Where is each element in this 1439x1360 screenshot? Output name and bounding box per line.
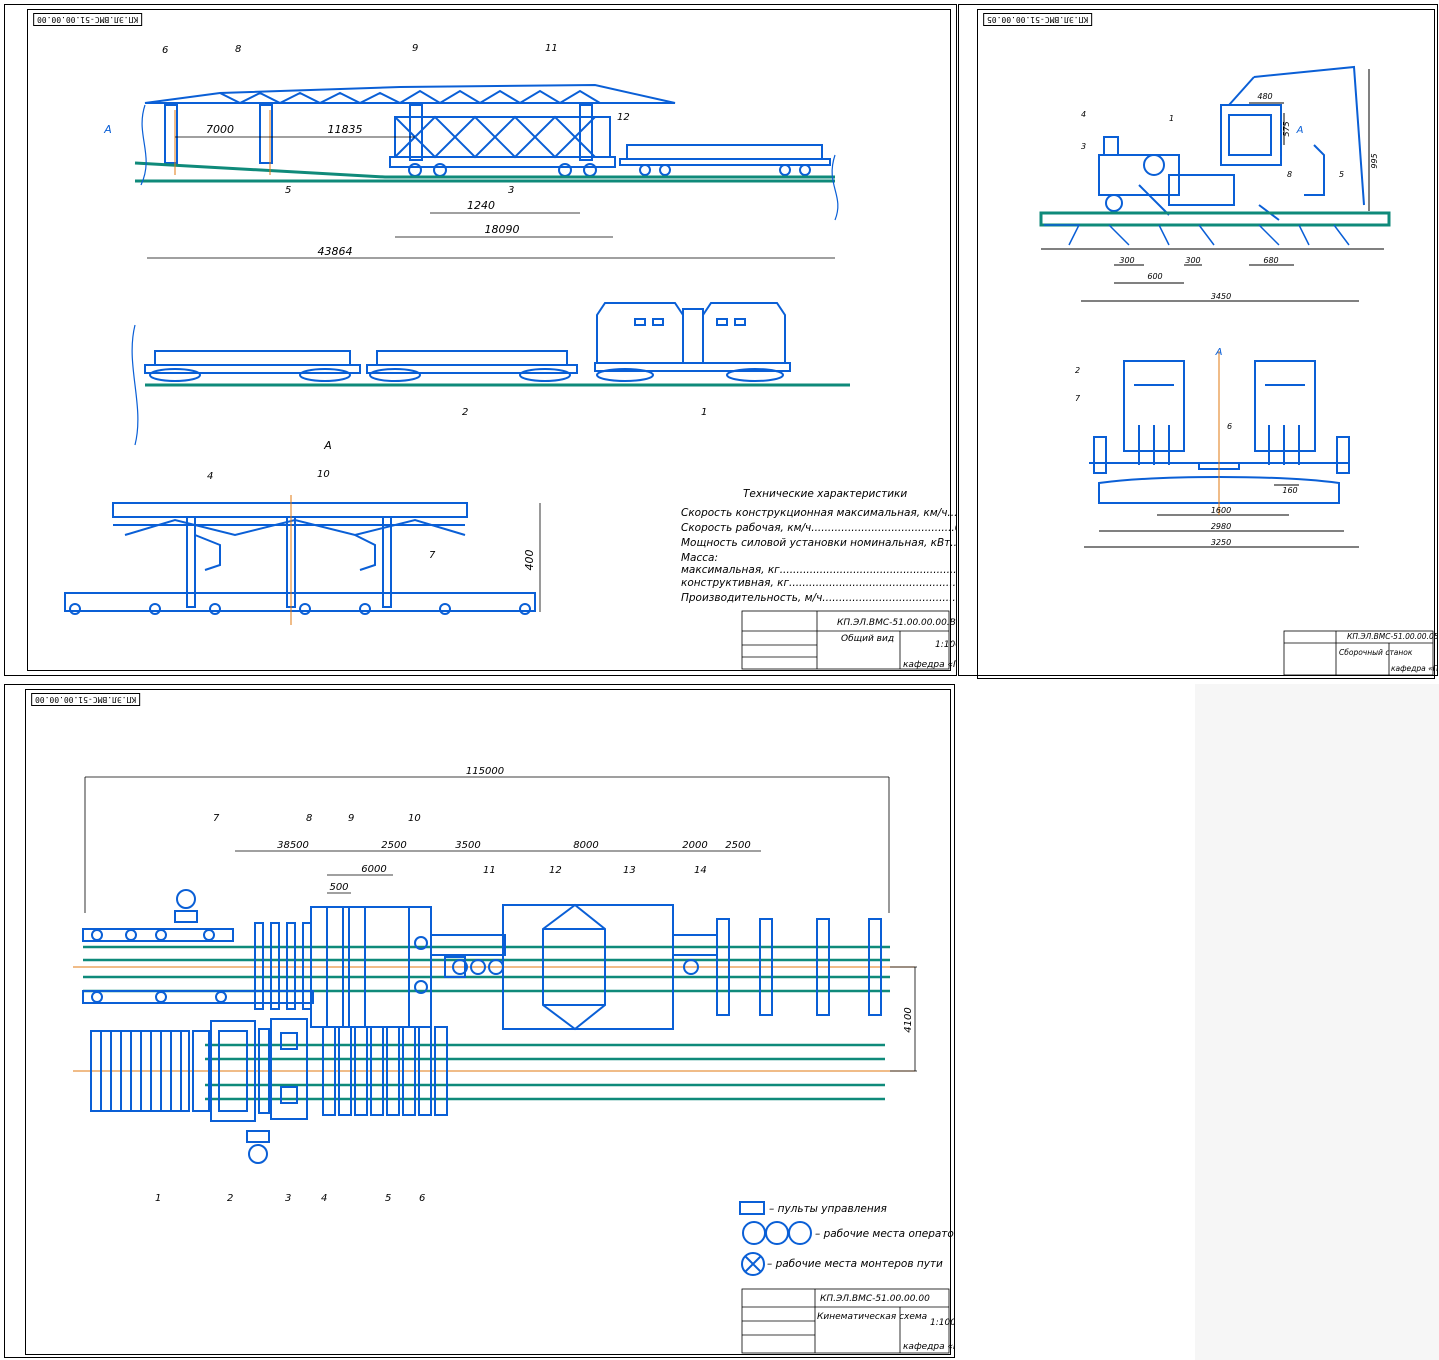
title-block-name: Сборочный станок [1339, 648, 1413, 657]
dim-label: 115000 [466, 766, 504, 777]
dim-label: 680 [1263, 256, 1278, 265]
dim-label: 300 [1119, 256, 1134, 265]
dim-label: 7000 [206, 123, 234, 136]
callout-number: 8 [235, 44, 241, 55]
sheet-frame [27, 9, 951, 671]
dim-label: 480 [1257, 92, 1272, 101]
dim-label: 3450 [1211, 292, 1231, 301]
callout-number: 4 [1081, 110, 1086, 119]
tech-line: максимальная, кг........................… [681, 564, 956, 576]
callout-number: 7 [213, 813, 220, 824]
sheet-frame [25, 689, 951, 1355]
dim-label: 3500 [455, 840, 480, 851]
sheet-frame [977, 9, 1435, 679]
dim-label: 995 [1370, 153, 1379, 168]
callout-number: 10 [317, 469, 330, 480]
callout-number: 8 [1287, 170, 1292, 179]
callout-number: 5 [285, 185, 291, 196]
tech-line: конструктивная, кг......................… [681, 577, 956, 589]
callout-number: 5 [385, 1193, 391, 1204]
dim-label: 2000 [682, 840, 707, 851]
view-label: А [323, 439, 332, 452]
dim-label: 18090 [485, 223, 520, 236]
assembly-drawing: 480 575 300 600 300 680 3450 995 160 160… [1039, 65, 1437, 675]
callout-number: 2 [227, 1193, 233, 1204]
tech-line: Скорость конструкционная максимальная, к… [681, 507, 956, 519]
title-block-code: КП.ЭЛ.ВМС-51.00.00.05 [1347, 632, 1437, 641]
callout-number: 14 [694, 865, 707, 876]
callout-number: 2 [462, 407, 468, 418]
legend-track-worker-places: – рабочие места монтеров пути [767, 1258, 943, 1270]
title-block-org: кафедра «ПТМ» [903, 660, 956, 670]
callout-number: 3 [1081, 142, 1086, 151]
legend-control-panels: – пульты управления [769, 1203, 887, 1215]
callout-number: 1 [155, 1193, 161, 1204]
title-block-name: Общий вид [841, 634, 894, 644]
title-block-code: КП.ЭЛ.ВМС-51.00.00.00 [820, 1294, 930, 1304]
tech-line: Производительность, м/ч.................… [681, 592, 956, 604]
callout-number: 9 [412, 43, 418, 54]
callout-number: 1 [701, 407, 707, 418]
tech-line: Скорость рабочая, км/ч..................… [681, 522, 956, 534]
dim-label: 3250 [1211, 538, 1231, 547]
empty-area [1195, 684, 1439, 1360]
callout-number: 6 [419, 1193, 425, 1204]
callout-number: 11 [483, 865, 496, 876]
tech-line: Масса: [681, 552, 718, 564]
tech-title: Технические характеристики [743, 488, 907, 500]
callout-number: 12 [617, 112, 630, 123]
callout-number: 11 [545, 43, 558, 54]
callout-number: 3 [508, 185, 514, 196]
dim-label: 600 [1147, 272, 1162, 281]
callout-number: 9 [348, 813, 354, 824]
dim-label: 160 [1282, 486, 1297, 495]
dim-label: 6000 [361, 864, 386, 875]
callout-number: 13 [623, 865, 636, 876]
drawing-sheet-general-view: КП.ЭЛ.ВМС-51.00.00.00 [4, 4, 957, 676]
dim-label: 575 [1282, 121, 1291, 136]
legend-operator-workplaces: – рабочие места операторов [815, 1228, 954, 1240]
title-block-scale: 1:100 [930, 1318, 954, 1328]
dim-label: 2980 [1211, 522, 1231, 531]
dim-label: 1240 [467, 199, 495, 212]
dim-label: 8000 [573, 840, 598, 851]
dim-label: 400 [523, 550, 536, 571]
callout-number: 5 [1339, 170, 1344, 179]
view-label: А [103, 123, 112, 136]
dim-label: 38500 [277, 840, 309, 851]
dim-label: 4100 [903, 1007, 914, 1032]
dim-label: 2500 [381, 840, 406, 851]
tech-line: Мощность силовой установки номинальная, … [681, 537, 956, 549]
callout-number: 4 [207, 471, 213, 482]
callout-number: 4 [321, 1193, 327, 1204]
callout-number: 8 [306, 813, 312, 824]
drawing-sheet-kinematic-scheme: КП.ЭЛ.ВМС-51.00.00.00 [4, 684, 955, 1358]
callout-number: 7 [1075, 394, 1081, 403]
section-label: А [1215, 347, 1223, 358]
callout-number: 3 [285, 1193, 291, 1204]
dim-label: 2500 [725, 840, 750, 851]
title-block-scale: 1:100 [935, 640, 956, 650]
title-block-name: Кинематическая схема [817, 1312, 927, 1322]
callout-number: 2 [1075, 366, 1080, 375]
callout-number: 10 [408, 813, 421, 824]
title-block-code: КП.ЭЛ.ВМС-51.00.00.00.ВО [837, 618, 956, 628]
kinematic-scheme-drawing: 115000 38500 2500 3500 8000 2000 2500 60… [73, 766, 954, 1354]
dim-label: 11835 [328, 123, 363, 136]
callout-number: 6 [1227, 422, 1232, 431]
title-block-org: кафедра «ПТМ» [903, 1342, 954, 1352]
callout-number: 7 [429, 550, 436, 561]
dim-label: 1600 [1211, 506, 1231, 515]
title-block-org: кафедра «ПТМ» [1391, 664, 1437, 673]
general-view-drawing: 7000 11835 1240 18090 43864 400 А А 6 8 … [64, 43, 956, 670]
dim-label: 43864 [318, 245, 353, 258]
dim-label: 500 [329, 882, 348, 893]
section-label: А [1296, 125, 1304, 136]
callout-number: 1 [1169, 114, 1174, 123]
dim-label: 300 [1185, 256, 1200, 265]
drawing-sheet-assembly: КП.ЭЛ.ВМС-51.00.00.05 [958, 4, 1438, 679]
callout-number: 12 [549, 865, 562, 876]
callout-number: 6 [162, 45, 168, 56]
